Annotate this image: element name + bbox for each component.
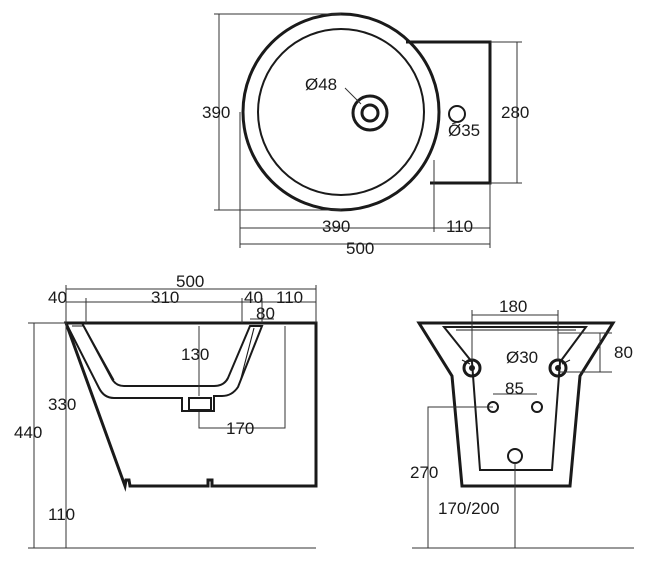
rear-fix-hole-diameter-label: Ø30 xyxy=(506,348,538,367)
drain-inner-icon xyxy=(360,103,380,123)
side-dim-130-label: 130 xyxy=(181,345,209,364)
side-dim-40-left-label: 40 xyxy=(48,288,67,307)
side-dim-170-label: 170 xyxy=(226,419,254,438)
rear-dim-85-label: 85 xyxy=(505,379,524,398)
tap-hole-diameter-label: Ø35 xyxy=(448,121,480,140)
top-view-inner-basin xyxy=(257,28,425,196)
rear-view-inner-body xyxy=(441,326,588,471)
side-dim-80-label: 80 xyxy=(256,304,275,323)
dim-170-line xyxy=(198,326,286,429)
dim-390-vertical-label: 390 xyxy=(202,103,230,122)
rear-dim-170-200-label: 170/200 xyxy=(438,499,499,518)
side-view-outer-body xyxy=(63,321,318,492)
side-view-basin-inner xyxy=(72,325,255,383)
side-dim-110-label: 110 xyxy=(276,288,303,307)
dim-500-label: 500 xyxy=(346,239,374,258)
outlet-hole-icon xyxy=(507,448,523,464)
dim-270-line xyxy=(427,406,493,548)
fixing-hole-left-center xyxy=(469,365,475,371)
tap-hole-leader xyxy=(451,121,459,125)
rear-dim-180-label: 180 xyxy=(499,297,527,316)
dim-390-horizontal-label: 390 xyxy=(322,217,350,236)
drain-seat xyxy=(188,397,212,411)
rear-view-outer-body xyxy=(416,321,616,488)
side-dim-40-right-label: 40 xyxy=(244,288,263,307)
side-dim-440-label: 440 xyxy=(14,423,42,442)
drain-leader xyxy=(344,87,362,105)
waste-hole-right-icon xyxy=(531,401,543,413)
rear-dim-270-label: 270 xyxy=(410,463,438,482)
side-dim-110-bottom-label: 110 xyxy=(48,505,75,524)
side-view: 500 40 310 40 110 80 130 170 330 440 110 xyxy=(14,272,318,549)
side-view-basin-outer xyxy=(64,322,264,412)
side-dim-310-label: 310 xyxy=(151,288,179,307)
drain-outer-icon xyxy=(351,94,389,132)
fixing-hole-right-center xyxy=(555,365,561,371)
top-view: 390 280 Ø48 Ø35 390 110 500 xyxy=(202,12,529,258)
dim-280-label: 280 xyxy=(501,103,529,122)
side-dim-330-label: 330 xyxy=(48,395,76,414)
rear-dim-80-label: 80 xyxy=(614,343,633,362)
dim-110-label: 110 xyxy=(446,217,473,236)
top-view-outer-rim xyxy=(241,12,441,212)
side-dim-500-label: 500 xyxy=(176,272,204,291)
top-view-deck-outline xyxy=(406,40,492,185)
drain-diameter-label: Ø48 xyxy=(305,75,337,94)
tap-hole-icon xyxy=(448,105,466,123)
rear-view: 180 Ø30 80 85 270 170/200 xyxy=(410,297,634,549)
